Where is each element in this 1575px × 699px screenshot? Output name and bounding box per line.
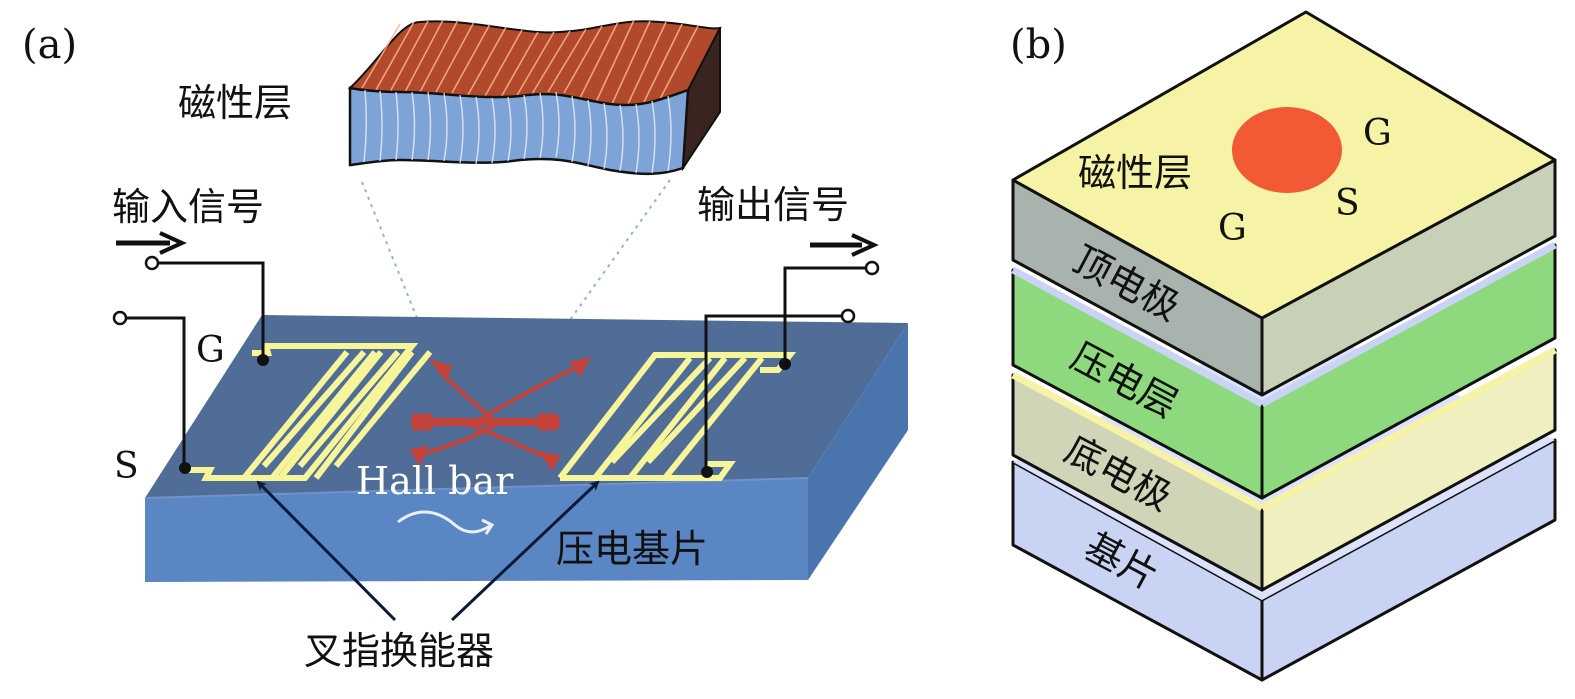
panel-b-label: (b) — [1010, 22, 1067, 68]
input-signal-label: 输入信号 — [112, 185, 264, 229]
idt-left-pad-s — [179, 462, 191, 474]
panel-b-g-top: G — [1363, 113, 1392, 154]
magnetic-layer-block — [347, 19, 722, 176]
layer-piezo — [1011, 241, 1557, 500]
signal-label: S — [114, 446, 139, 487]
idt-right — [557, 352, 797, 481]
output-terminal-signal — [864, 260, 880, 276]
input-terminal-signal — [144, 255, 160, 271]
substrate-side — [808, 323, 908, 580]
piezo-substrate-label: 压电基片 — [556, 527, 708, 571]
output-wires — [704, 266, 866, 470]
panel-b-s: S — [1335, 183, 1360, 224]
panel-a: (a) — [22, 19, 908, 673]
input-terminal-ground — [112, 310, 128, 326]
idt-left-pad-g — [257, 354, 269, 366]
magnet-field-lines — [363, 89, 672, 174]
layer-bottom-electrode — [1011, 346, 1557, 592]
magnet-front — [348, 86, 690, 176]
magnetic-dot — [1232, 107, 1342, 193]
magnetic-layer-label: 磁性层 — [178, 81, 292, 125]
output-terminal-ground — [840, 308, 856, 324]
panel-b: (b) 磁性层 G S — [1010, 10, 1557, 682]
idt-left — [186, 343, 433, 481]
idt-right-pad-s — [701, 466, 713, 478]
magnet-domain-stripes — [361, 19, 699, 105]
panel-b-magnetic-label: 磁性层 — [1078, 151, 1192, 195]
output-signal-label: 输出信号 — [697, 183, 849, 227]
panel-b-g-bottom: G — [1218, 208, 1247, 249]
idt-left-pointer — [256, 480, 397, 622]
input-wires — [125, 261, 265, 470]
projection-lines — [361, 179, 671, 391]
ground-label: G — [196, 330, 225, 371]
idt-label: 叉指换能器 — [304, 629, 494, 673]
output-arrow-icon — [810, 233, 879, 257]
layer-magnetic-top — [1011, 10, 1557, 320]
idt-right-pointer — [450, 480, 600, 622]
wave-arrow-icon — [397, 510, 491, 534]
idt-right-pad-g — [779, 358, 791, 370]
substrate-top — [145, 315, 908, 498]
hall-bar-label: Hall bar — [356, 459, 514, 503]
hall-bar — [409, 357, 591, 471]
input-arrow-icon — [116, 231, 187, 255]
panel-a-label: (a) — [22, 22, 77, 68]
